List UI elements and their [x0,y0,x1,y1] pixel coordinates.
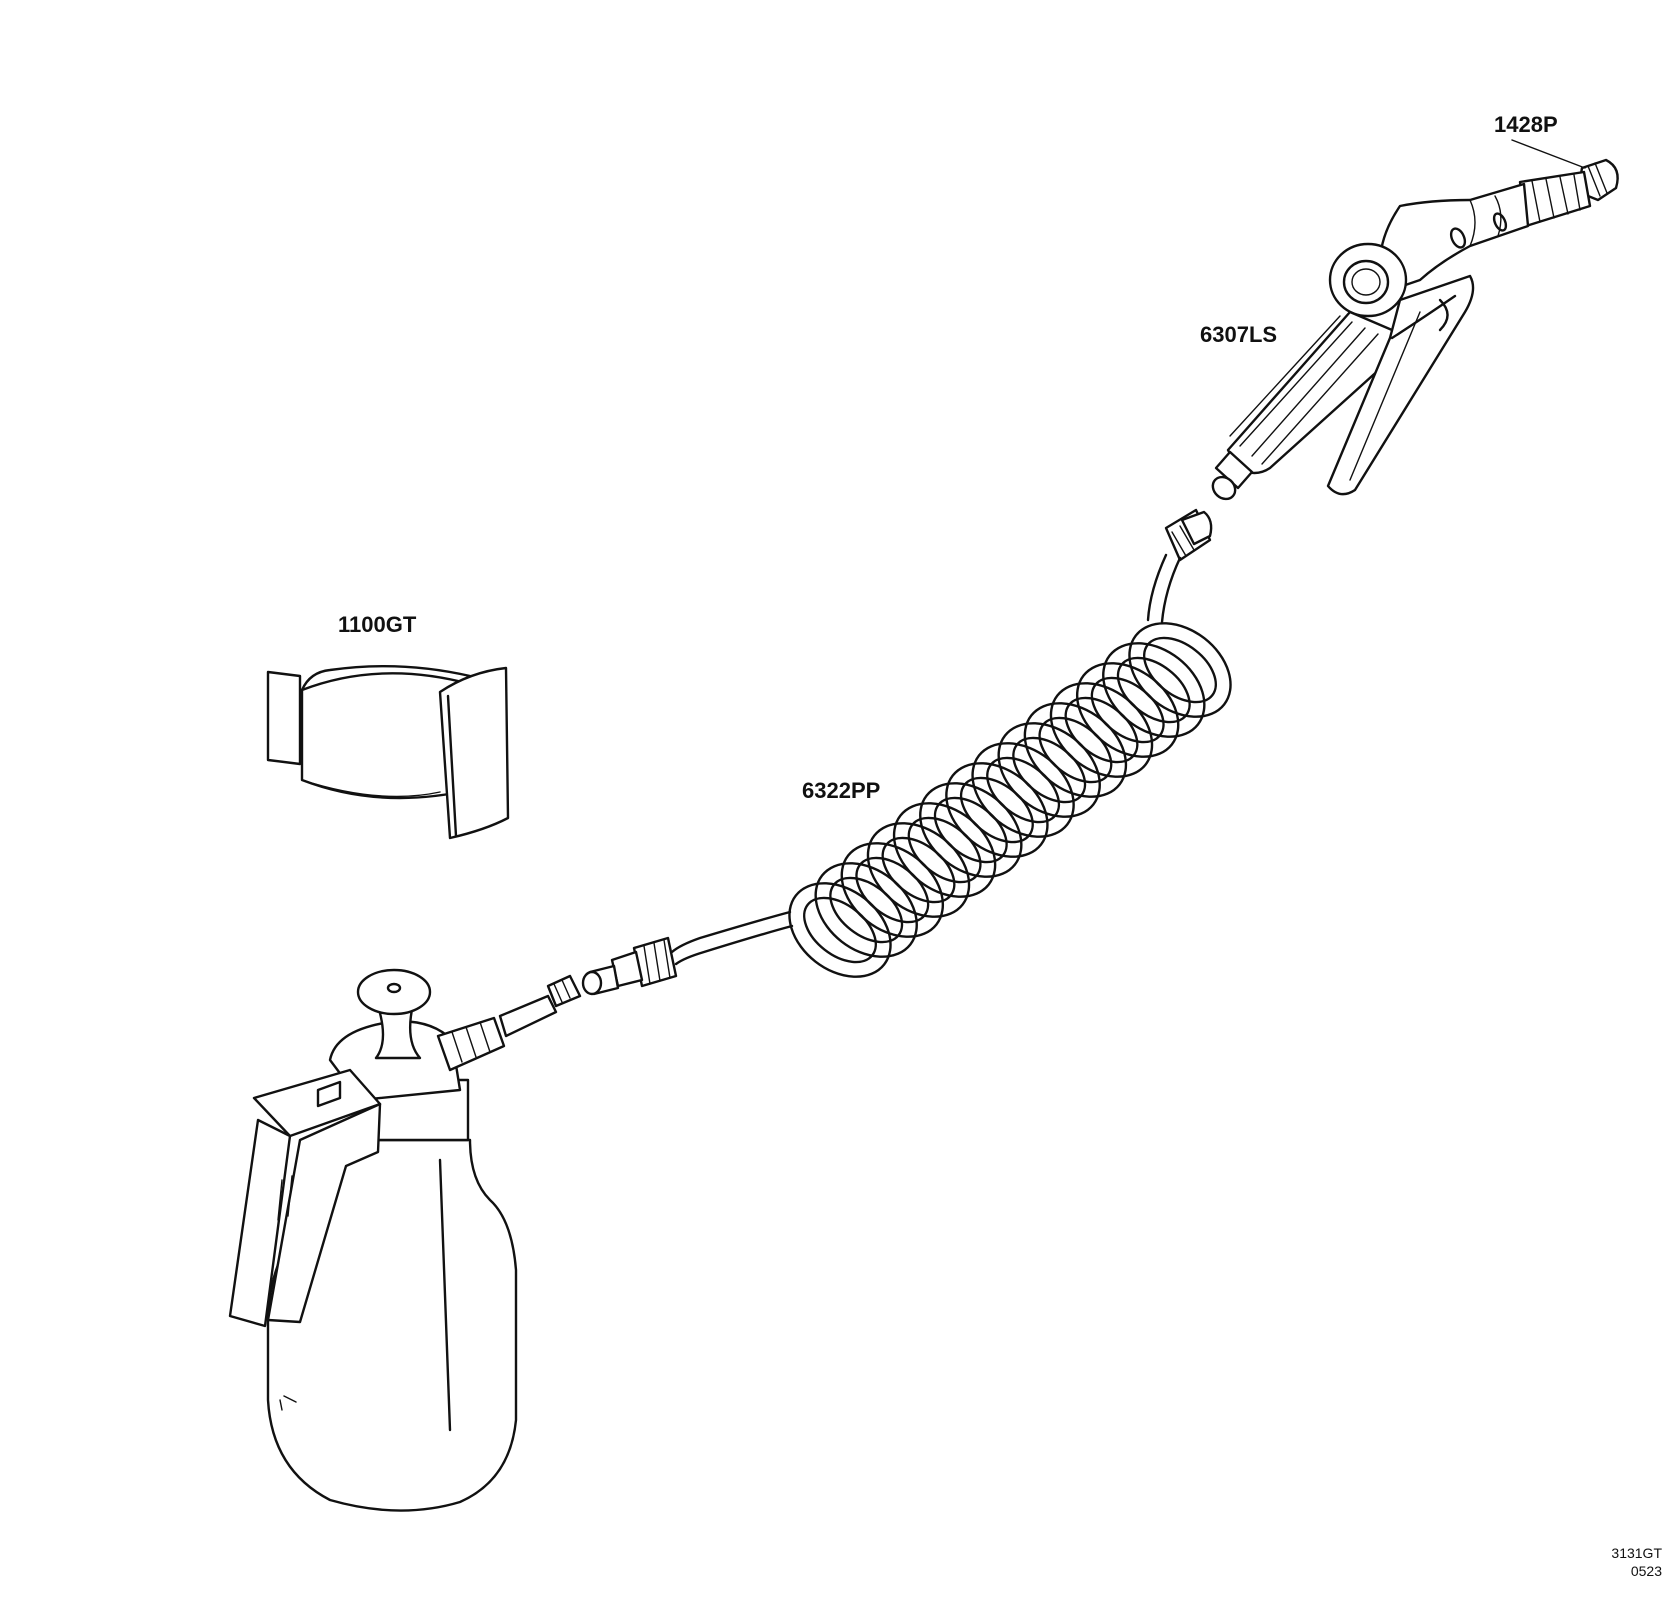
drawing-code-date: 0523 [1630,1563,1662,1579]
coil-loop [866,822,971,918]
label-1100gt: 1100GT [338,612,417,637]
coil-loop [907,816,982,884]
coil-loop [1023,702,1128,798]
coil-loop [840,842,945,938]
holder-clip-1100gt [266,664,510,840]
drawing-code-number: 3131GT [1611,1545,1662,1561]
coil-loop [881,836,956,904]
label-1428p: 1428P [1494,112,1558,137]
coil-hose-6322pp [581,508,1232,996]
coil-loop [919,782,1023,878]
drawing-code: 3131GT 0523 [1580,1544,1662,1580]
coil-loop [1116,656,1191,724]
coil-loop [1090,676,1165,744]
coil-loops [788,622,1232,978]
coil-loop [1038,716,1113,784]
coil-loop [1102,642,1206,738]
pressure-sprayer-bottle [228,968,582,1512]
coil-loop [945,762,1049,858]
label-6307ls: 6307LS [1200,322,1278,347]
coil-loop [1128,622,1232,718]
coil-loop [788,882,892,978]
coil-loop [829,876,904,944]
coil-loop [814,862,918,958]
coil-loop [803,896,877,964]
coil-loop [1049,682,1154,778]
coil-loop [986,756,1061,824]
coil-loop [1075,662,1180,758]
spray-gun-6307ls [1211,170,1592,501]
coil-loop [892,802,997,898]
coil-loop [1143,636,1217,704]
coil-loop [933,796,1008,864]
coil-loop [997,722,1101,818]
label-6322pp: 6322PP [802,778,881,803]
coil-loop [971,742,1075,838]
coil-loop [1064,696,1139,764]
coil-loop [959,776,1034,844]
coil-loop [855,856,930,924]
coil-loop [1012,736,1087,804]
